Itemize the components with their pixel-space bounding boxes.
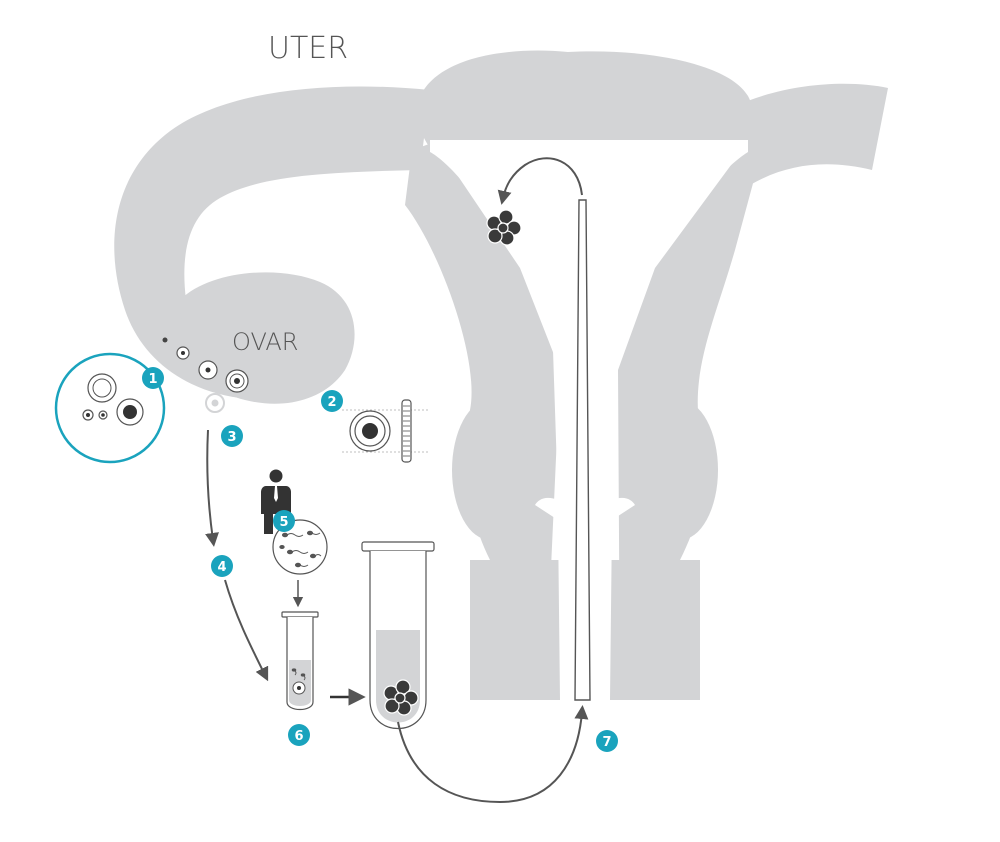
large-test-tube: [361, 541, 435, 730]
follicle-magnifier: [54, 352, 166, 464]
step-badge-2: 2: [321, 390, 343, 412]
step-badge-3: 3: [221, 425, 243, 447]
svg-text:4: 4: [217, 560, 226, 575]
svg-text:7: 7: [602, 735, 611, 750]
uterine-cavity: [430, 140, 748, 320]
retrieval-arrow-lower: [224, 579, 269, 682]
step-badge-5: 5: [273, 510, 295, 532]
svg-text:3: 3: [227, 430, 236, 445]
small-test-tube: [281, 611, 319, 711]
egg-scale: [342, 399, 428, 463]
embryo-in-uterus: [486, 209, 522, 246]
svg-text:6: 6: [294, 729, 303, 744]
implantation-arrow: [497, 157, 583, 205]
step-badge-1: 1: [142, 367, 164, 389]
ovary-label: OVAR: [232, 328, 298, 356]
sperm-magnifier: [272, 519, 328, 575]
step-badge-6: 6: [288, 724, 310, 746]
svg-text:1: 1: [148, 372, 157, 387]
uterus-label: UTER: [268, 31, 348, 66]
retrieval-arrow-upper: [205, 429, 219, 547]
catheter: [574, 199, 591, 701]
embryo-in-tube: [383, 679, 419, 716]
step-badge-4: 4: [211, 555, 233, 577]
svg-text:5: 5: [279, 515, 288, 530]
transfer-arrow: [397, 705, 589, 804]
step-badge-7: 7: [596, 730, 618, 752]
ovary-follicles: [162, 337, 249, 413]
uterus-shape: [114, 50, 888, 700]
svg-text:2: 2: [327, 395, 336, 410]
